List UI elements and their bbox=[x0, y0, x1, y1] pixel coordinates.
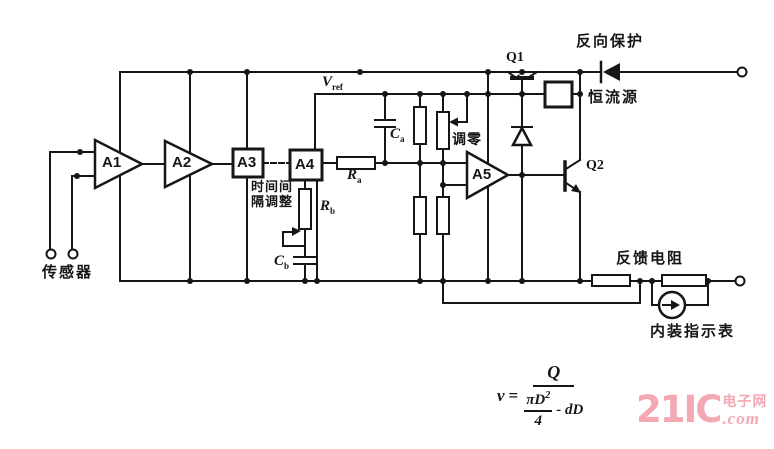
feedback-resistor-2 bbox=[661, 274, 707, 287]
feedback-resistor-label: 反馈电阻 bbox=[616, 249, 685, 267]
formula-inner-denominator: 4 bbox=[534, 413, 543, 429]
zero-adjust-label: 调零 bbox=[452, 132, 482, 148]
amp-a3-label: A3 bbox=[237, 154, 257, 171]
resistor-ra bbox=[336, 156, 376, 170]
amp-a2-label: A2 bbox=[172, 154, 192, 171]
amplifier-a1 bbox=[93, 137, 145, 191]
vref-subscript: ref bbox=[332, 82, 343, 92]
sensor-terminal-1 bbox=[45, 248, 57, 260]
cb-symbol: C bbox=[274, 253, 285, 269]
q1-label: Q1 bbox=[506, 50, 524, 65]
rb-symbol: R bbox=[320, 198, 331, 214]
transistor-q1 bbox=[506, 70, 539, 128]
q2-label: Q2 bbox=[586, 158, 604, 173]
junction-dots bbox=[74, 69, 711, 284]
feedback-sense-wire bbox=[442, 280, 641, 304]
constant-current-source-label: 恒流源 bbox=[588, 88, 640, 106]
vref-wire bbox=[314, 93, 546, 151]
ra-subscript: a bbox=[357, 175, 362, 185]
formula-pi-d: πD bbox=[526, 392, 546, 408]
amp-a5-label: A5 bbox=[472, 166, 492, 183]
transistor-q2 bbox=[563, 71, 582, 282]
reverse-protection-label: 反向保护 bbox=[576, 32, 645, 50]
formula-inner-numerator: πD2 bbox=[524, 390, 553, 412]
formula-numerator: Q bbox=[533, 362, 575, 387]
divider-column bbox=[413, 93, 427, 282]
formula-denominator: πD2 4 - dD bbox=[524, 387, 583, 430]
velocity-formula: v = Q πD2 4 - dD bbox=[497, 362, 583, 430]
amp-a4-label: A4 bbox=[295, 156, 315, 173]
watermark-right-block: 电子网 .com bbox=[722, 391, 768, 428]
amplifier-a2 bbox=[163, 138, 215, 190]
formula-variable: v bbox=[497, 386, 505, 405]
sensor-input-wires bbox=[49, 151, 96, 250]
formula-equals: = bbox=[508, 386, 519, 405]
time-interval-line1: 时间间 bbox=[251, 179, 294, 194]
amplifier-a4 bbox=[288, 148, 324, 182]
ca-symbol: C bbox=[390, 126, 401, 142]
rb-cb-column bbox=[282, 179, 318, 282]
constant-current-source-box bbox=[543, 80, 574, 109]
formula-denominator-rest: - dD bbox=[556, 401, 584, 418]
reverse-protection-diode bbox=[599, 60, 620, 84]
ca-subscript: a bbox=[400, 134, 405, 144]
ra-label: Ra bbox=[347, 167, 362, 185]
ca-label: Ca bbox=[390, 126, 405, 144]
watermark-21ic: 21IC 电子网 .com bbox=[636, 391, 767, 428]
formula-exponent: 2 bbox=[545, 390, 551, 401]
cb-label: Cb bbox=[274, 253, 289, 271]
zero-adjust-pot-column bbox=[436, 93, 468, 282]
watermark-brand: 21IC bbox=[636, 388, 722, 431]
formula-fraction: Q πD2 4 - dD bbox=[524, 362, 583, 430]
time-interval-line2: 隔调整 bbox=[251, 194, 294, 209]
output-terminal-bottom bbox=[734, 275, 746, 287]
time-interval-adjust-label: 时间间 隔调整 bbox=[251, 179, 293, 209]
watermark-tld: .com bbox=[722, 409, 760, 428]
sensor-terminal-2 bbox=[67, 248, 79, 260]
vref-symbol: V bbox=[322, 74, 333, 90]
watermark-cn-text: 电子网 bbox=[722, 393, 768, 409]
built-in-indicator-label: 内装指示表 bbox=[650, 322, 736, 340]
sensor-label: 传感器 bbox=[42, 263, 94, 281]
amp-a1-label: A1 bbox=[102, 154, 122, 171]
amplifier-a5 bbox=[465, 149, 511, 201]
output-terminal-top bbox=[736, 66, 748, 78]
capacitor-ca bbox=[374, 93, 396, 164]
rb-label: Rb bbox=[320, 198, 335, 216]
ra-symbol: R bbox=[347, 167, 358, 183]
indicator-meter bbox=[651, 280, 709, 320]
formula-inner-fraction: πD2 4 bbox=[524, 390, 553, 430]
cb-subscript: b bbox=[284, 261, 290, 271]
shunt-diode bbox=[510, 125, 534, 282]
feedback-resistor-1 bbox=[591, 274, 631, 287]
vref-label: Vref bbox=[322, 74, 343, 92]
rb-subscript: b bbox=[330, 206, 336, 216]
amplifier-a3 bbox=[231, 147, 265, 179]
